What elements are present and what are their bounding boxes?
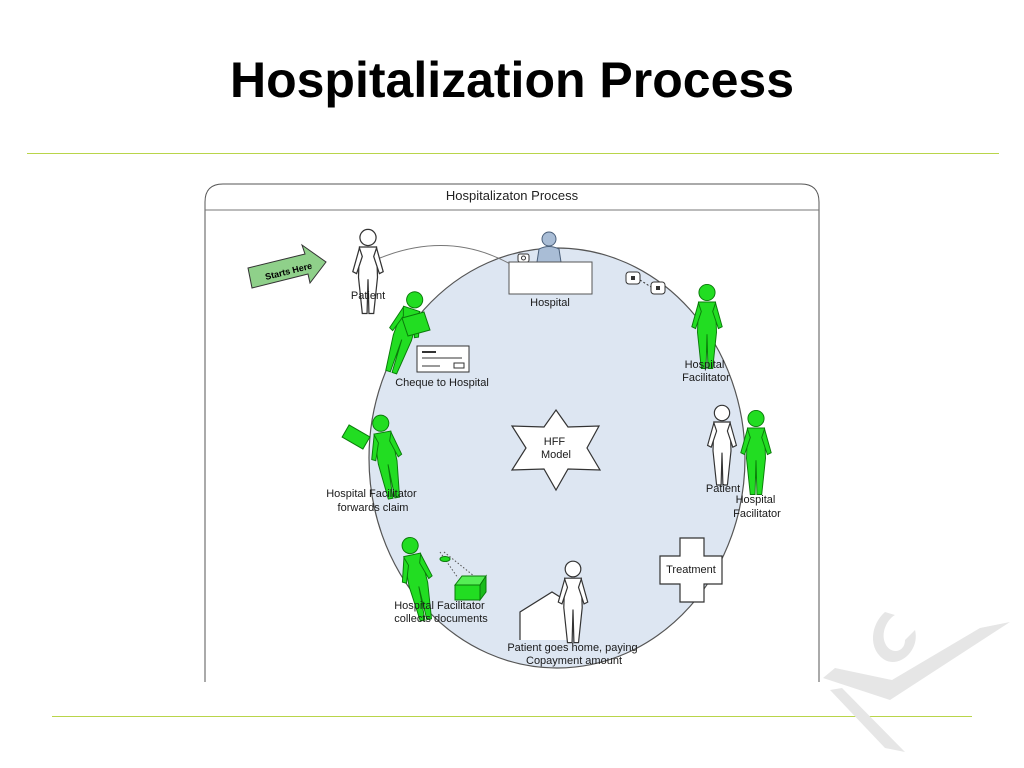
home-label: Patient goes home, paying Copayment amou… [507, 642, 640, 667]
hff-star-icon [510, 408, 602, 492]
hff-label-line2: Model [541, 449, 571, 461]
hospital-desk [508, 261, 593, 295]
hff-label: HFF Model [541, 436, 571, 461]
collects-label: Hospital Facilitator collects documents [394, 600, 488, 625]
hospital-label: Hospital [530, 297, 570, 309]
facilitator-label-line2: Facilitator [682, 372, 730, 384]
panel-title: Hospitalizaton Process [446, 188, 579, 203]
logo-mark-icon [823, 612, 1010, 752]
forwards-label-line1: Hospital Facilitator [326, 488, 417, 500]
facilitator-label: Hospital Facilitator [682, 359, 730, 384]
forwards-label-line2: forwards claim [338, 502, 409, 514]
facilitator-figure [376, 286, 433, 378]
cheque-icon [416, 345, 470, 373]
patient-label: Patient [706, 483, 740, 495]
telephone-icon [625, 271, 666, 295]
collects-label-line2: collects documents [394, 613, 488, 625]
home-label-line1: Patient goes home, paying [507, 642, 637, 654]
facilitator-label: Hospital Facilitator [733, 494, 781, 520]
treatment-label: Treatment [666, 564, 716, 576]
treatment-cross-icon [659, 537, 723, 603]
collects-label-line1: Hospital Facilitator [394, 600, 485, 612]
cheque-label: Cheque to Hospital [395, 377, 489, 389]
home-label-line2: Copayment amount [526, 655, 622, 667]
facilitator-label-line2: Facilitator [733, 508, 781, 520]
forwards-label: Hospital Facilitator forwards claim [326, 488, 420, 514]
slide-title: Hospitalization Process [229, 52, 795, 108]
patient-connector [379, 245, 513, 266]
top-divider [27, 153, 999, 154]
cheque-icon [341, 424, 371, 450]
patient-label: Patient [351, 290, 385, 302]
bottom-divider [52, 716, 972, 717]
facilitator-label-line1: Hospital [685, 359, 725, 371]
telephone-icon [517, 253, 530, 263]
hff-label-line1: HFF [544, 436, 566, 448]
receptionist-icon [536, 231, 562, 263]
facilitator-label-line1: Hospital [736, 494, 776, 506]
box-icon [439, 551, 487, 602]
